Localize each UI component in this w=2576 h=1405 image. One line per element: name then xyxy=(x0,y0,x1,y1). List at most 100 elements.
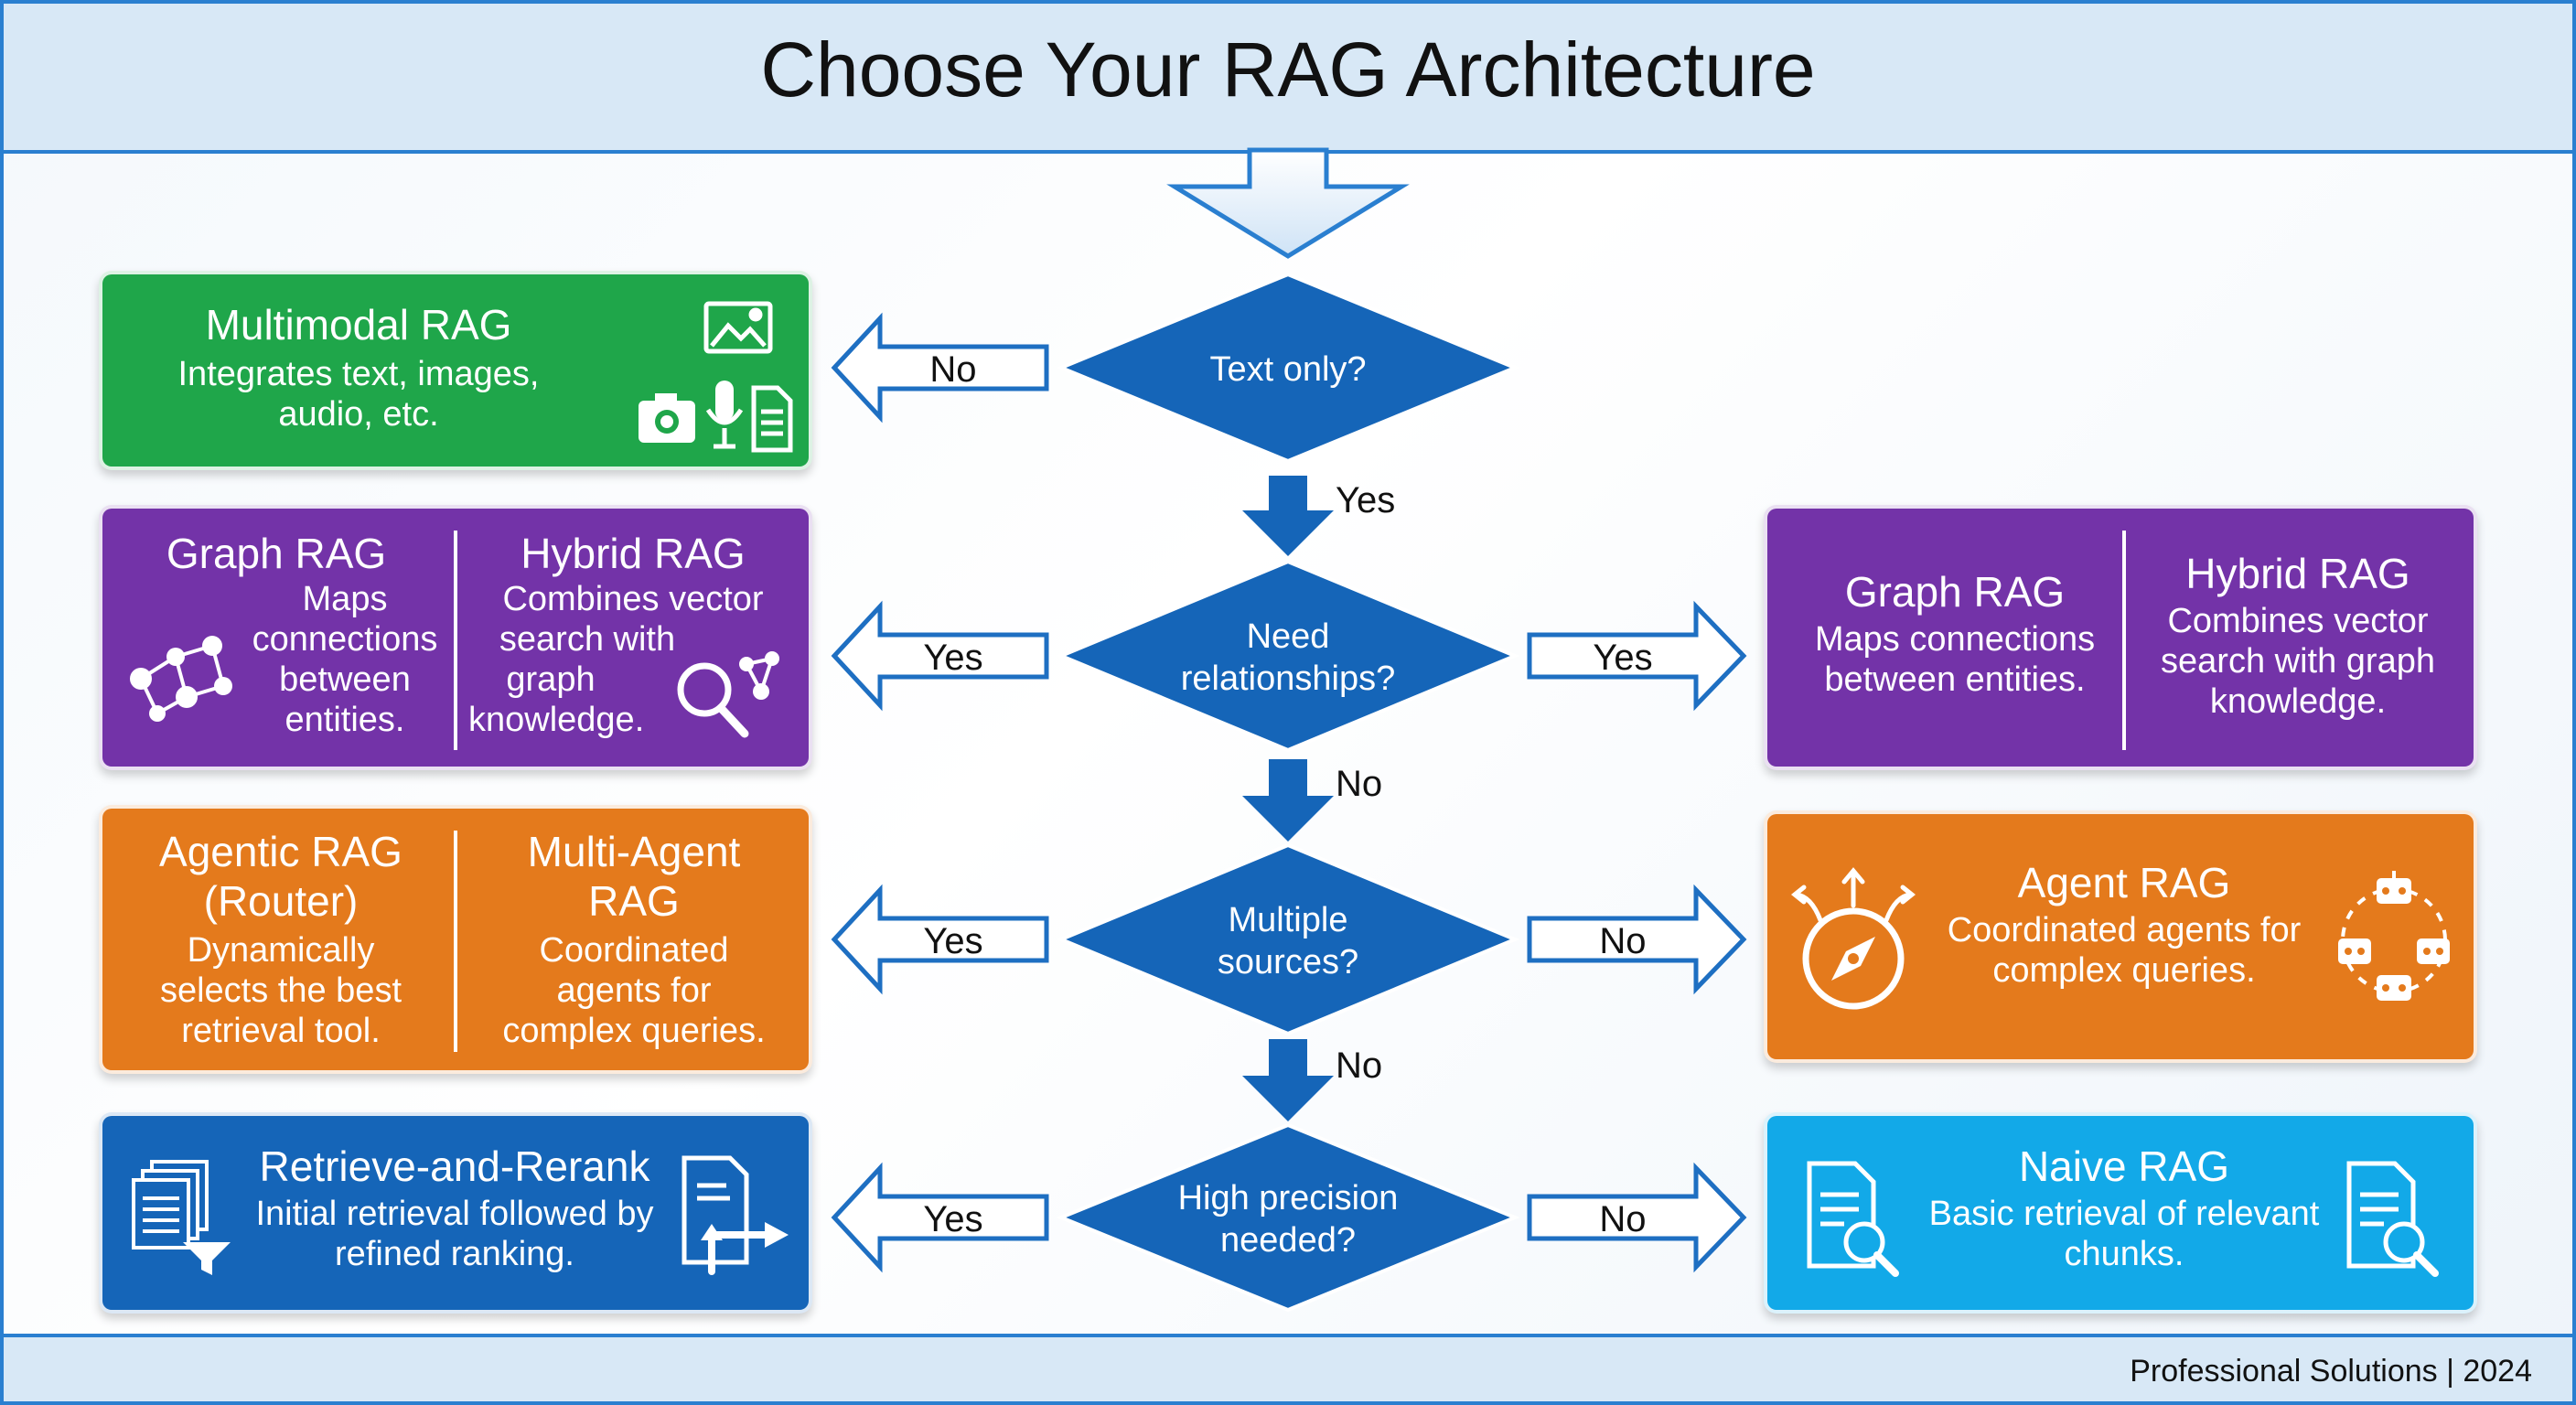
down-arrow-3 xyxy=(1242,1039,1334,1121)
multimodal-icons xyxy=(639,301,793,453)
edge-label-precision-no: No xyxy=(1599,1199,1646,1239)
card-graph-hybrid-left: Graph RAG Maps connections between entit… xyxy=(99,505,812,770)
multi-agent-desc-3: complex queries. xyxy=(502,1012,766,1050)
decision-text-only-label: Text only? xyxy=(1209,350,1366,389)
page-title: Choose Your RAG Architecture xyxy=(760,27,1816,113)
footer-bar: Professional Solutions | 2024 xyxy=(4,1334,2572,1405)
naive-rag-desc-1: Basic retrieval of relevant xyxy=(1928,1195,2320,1233)
agentic-rag-title-1: Agentic RAG xyxy=(159,828,402,875)
decision-multiple-sources xyxy=(1056,842,1520,1036)
retrieve-rerank-desc-2: refined ranking. xyxy=(335,1235,574,1273)
agent-rag-desc-2: complex queries. xyxy=(1992,951,2256,990)
arrow-right-3 xyxy=(1527,884,1747,995)
card-graph-hybrid-right: Graph RAG Maps connections between entit… xyxy=(1764,505,2477,770)
document-search-icon xyxy=(1807,1161,1899,1277)
edge-label-relationships-yes-left: Yes xyxy=(923,638,982,678)
image-icon xyxy=(703,301,773,354)
card-title: Multimodal RAG xyxy=(205,301,512,349)
network-graph-icon xyxy=(130,636,232,722)
down-arrow-1 xyxy=(1242,476,1334,556)
agentic-rag-desc-1: Dynamically xyxy=(187,931,375,970)
graph-rag-desc-2: connections xyxy=(252,620,438,659)
agentic-rag-desc-2: selects the best xyxy=(159,971,402,1010)
card-multimodal-rag: Multimodal RAG Integrates text, images, … xyxy=(99,271,812,470)
edge-label-sources-no-right: No xyxy=(1599,921,1646,961)
hybrid-rag-desc-4: knowledge. xyxy=(468,701,645,739)
divider xyxy=(2122,531,2126,750)
edge-label-sources-yes: Yes xyxy=(923,921,982,961)
decision-text-only xyxy=(1056,272,1520,464)
graph-rag-desc-1: Maps connections xyxy=(1814,620,2096,659)
graph-rag-desc-3: between xyxy=(279,660,411,699)
graph-rag-title: Graph RAG xyxy=(1844,568,2066,616)
decision-sources-line2: sources? xyxy=(1218,943,1358,981)
arrow-left-4 xyxy=(831,1162,1049,1273)
decision-precision-line1: High precision xyxy=(1178,1179,1399,1217)
card-desc-line2: audio, etc. xyxy=(278,395,439,434)
retrieve-rerank-desc-1: Initial retrieval followed by xyxy=(255,1195,654,1233)
multi-agent-title-2: RAG xyxy=(588,877,680,925)
edge-label-precision-yes: Yes xyxy=(923,1199,982,1239)
decision-relationships-line1: Need xyxy=(1247,617,1330,656)
card-naive-rag: Naive RAG Basic retrieval of relevant ch… xyxy=(1764,1112,2477,1314)
decision-relationships-line2: relationships? xyxy=(1181,660,1395,698)
document-search-icon xyxy=(2346,1161,2439,1277)
edge-label-text-only-yes: Yes xyxy=(1336,480,1395,520)
card-desc-line1: Integrates text, images, xyxy=(177,355,540,393)
naive-rag-desc-2: chunks. xyxy=(2064,1235,2184,1273)
decision-relationships xyxy=(1056,559,1520,753)
agentic-rag-desc-3: retrieval tool. xyxy=(181,1012,381,1050)
agent-rag-title: Agent RAG xyxy=(2017,859,2231,906)
divider xyxy=(454,531,457,750)
graph-rag-desc-1: Maps xyxy=(302,580,388,618)
down-arrow-2 xyxy=(1242,759,1334,842)
header-bar: Choose Your RAG Architecture xyxy=(4,4,2572,154)
footer-text: Professional Solutions | 2024 xyxy=(2130,1354,2532,1389)
camera-icon xyxy=(639,393,695,443)
edge-label-relationships-no: No xyxy=(1336,764,1382,804)
hybrid-rag-desc-3: graph xyxy=(506,660,596,699)
hybrid-rag-desc-3: knowledge. xyxy=(2209,682,2387,721)
agent-rag-desc-1: Coordinated agents for xyxy=(1947,911,2302,949)
robot-agents-icon xyxy=(2338,871,2450,1001)
card-agentic-multi-agent: Agentic RAG (Router) Dynamically selects… xyxy=(99,805,812,1074)
documents-filter-icon xyxy=(132,1160,231,1275)
naive-rag-title: Naive RAG xyxy=(2018,1142,2230,1190)
graph-rag-desc-4: entities. xyxy=(284,701,405,739)
edge-label-sources-no: No xyxy=(1336,1046,1382,1086)
microphone-icon xyxy=(705,381,744,449)
entry-arrow xyxy=(1166,147,1410,259)
arrow-left-2 xyxy=(831,600,1049,712)
hybrid-rag-title: Hybrid RAG xyxy=(2185,550,2410,597)
decision-precision-line2: needed? xyxy=(1220,1221,1356,1260)
multi-agent-desc-1: Coordinated xyxy=(539,931,729,970)
hybrid-rag-title: Hybrid RAG xyxy=(521,530,746,577)
multi-agent-desc-2: agents for xyxy=(556,971,712,1010)
retrieve-rerank-title: Retrieve-and-Rerank xyxy=(259,1142,650,1190)
multi-agent-title-1: Multi-Agent xyxy=(527,828,741,875)
document-icon xyxy=(751,385,793,453)
hybrid-rag-desc-2: search with xyxy=(499,620,676,659)
divider xyxy=(454,831,457,1052)
card-agent-rag: Agent RAG Coordinated agents for complex… xyxy=(1764,810,2477,1063)
arrow-right-2 xyxy=(1527,600,1747,712)
arrow-left-3 xyxy=(831,884,1049,995)
graph-rag-title: Graph RAG xyxy=(166,530,387,577)
rerank-document-icon xyxy=(682,1155,789,1275)
magnifier-network-icon xyxy=(677,651,779,738)
agentic-rag-title-2: (Router) xyxy=(203,877,359,925)
graph-rag-desc-2: between entities. xyxy=(1824,660,2086,699)
edge-label-relationships-yes-right: Yes xyxy=(1593,638,1652,678)
arrow-right-4 xyxy=(1527,1162,1747,1273)
hybrid-rag-desc-1: Combines vector xyxy=(2167,602,2429,640)
card-retrieve-rerank: Retrieve-and-Rerank Initial retrieval fo… xyxy=(99,1112,812,1314)
compass-icon xyxy=(1790,867,1916,1010)
decision-sources-line1: Multiple xyxy=(1229,901,1348,939)
hybrid-rag-desc-1: Combines vector xyxy=(502,580,764,618)
arrow-left-1 xyxy=(831,312,1049,424)
edge-label-text-only-no: No xyxy=(929,349,976,390)
decision-high-precision xyxy=(1056,1122,1520,1313)
hybrid-rag-desc-2: search with graph xyxy=(2161,642,2435,681)
